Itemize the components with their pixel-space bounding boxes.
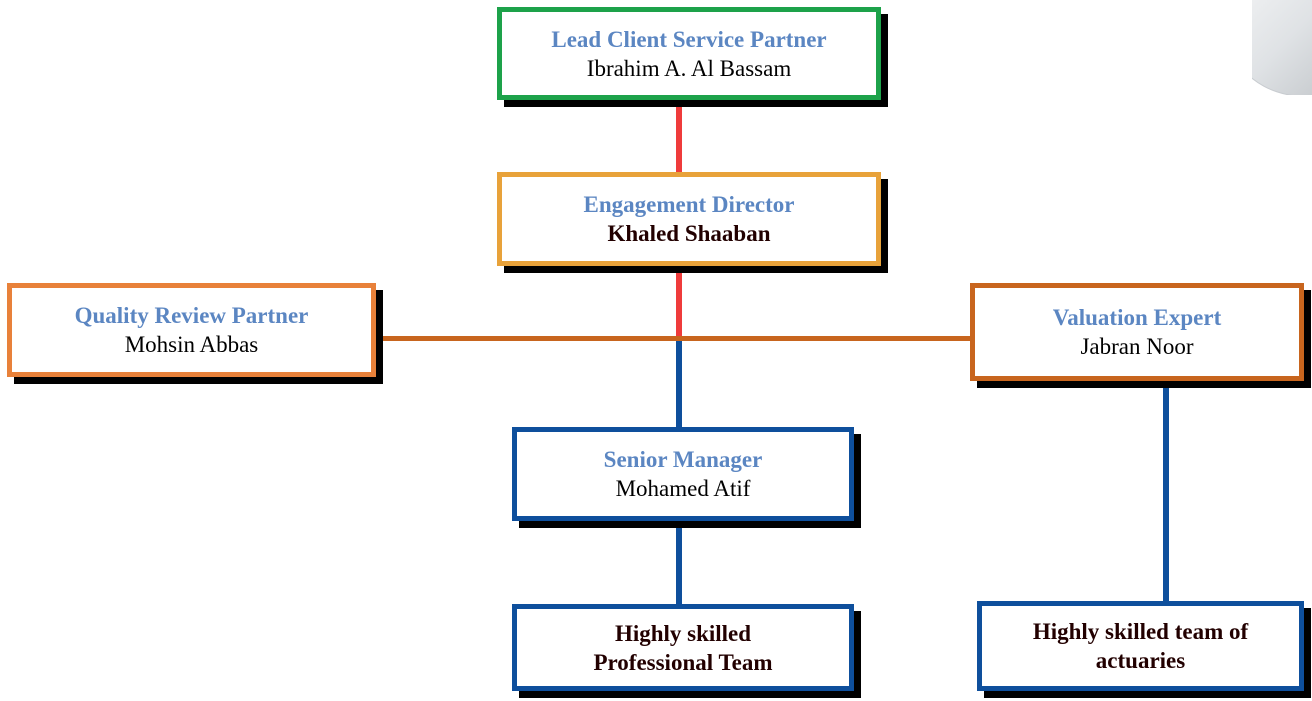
person-name: Mohamed Atif [615, 476, 751, 501]
node-engagement-director: Engagement Director Khaled Shaaban [497, 172, 881, 266]
person-name: Mohsin Abbas [124, 332, 259, 357]
team-label: Highly skilled team of actuaries [1032, 619, 1249, 673]
team-label: Highly skilled Professional Team [593, 620, 773, 675]
node-valuation-expert: Valuation Expert Jabran Noor [970, 283, 1304, 381]
role-label: Senior Manager [603, 447, 763, 472]
role-label: Engagement Director [583, 192, 795, 217]
person-name: Khaled Shaaban [607, 221, 771, 246]
connector-director-to-horizontal [676, 265, 682, 341]
decorative-corner-graphic [1252, 0, 1312, 95]
connector-valuation-to-actuaries [1163, 381, 1169, 606]
node-professional-team: Highly skilled Professional Team [512, 604, 854, 691]
connector-horizontal-to-senior-manager [676, 338, 682, 431]
person-name: Ibrahim A. Al Bassam [586, 55, 792, 81]
node-senior-manager: Senior Manager Mohamed Atif [512, 427, 854, 521]
role-label: Quality Review Partner [74, 303, 309, 328]
node-lead-client-service-partner: Lead Client Service Partner Ibrahim A. A… [497, 7, 881, 100]
connector-quality-to-valuation [375, 336, 975, 341]
node-actuaries-team: Highly skilled team of actuaries [977, 601, 1304, 691]
node-quality-review-partner: Quality Review Partner Mohsin Abbas [7, 283, 376, 377]
connector-senior-manager-to-team [676, 519, 682, 609]
role-label: Valuation Expert [1052, 305, 1222, 330]
role-label: Lead Client Service Partner [551, 26, 827, 52]
connector-lead-to-director [676, 100, 682, 174]
person-name: Jabran Noor [1080, 334, 1194, 359]
